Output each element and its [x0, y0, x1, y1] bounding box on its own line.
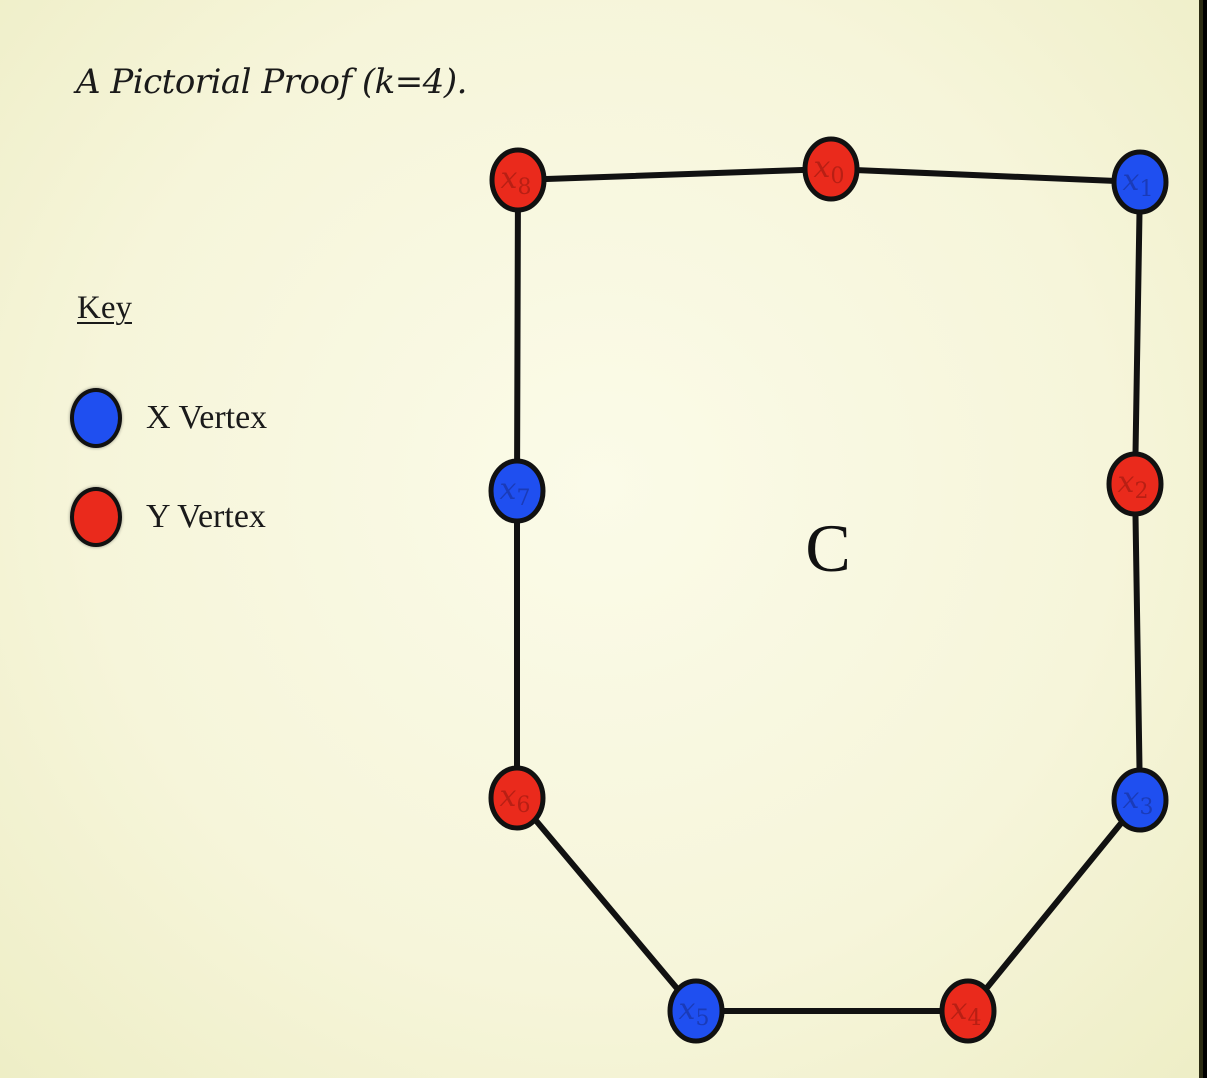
legend-label-x-vertex: X Vertex	[146, 399, 268, 436]
vertex-circle-x2	[1106, 451, 1164, 517]
cycle-edge-1-2	[1132, 179, 1143, 487]
cycle-edge-5-6	[514, 795, 699, 1014]
vertex-label-x7: x7	[500, 472, 531, 511]
vertex-circle-x6	[488, 765, 546, 831]
vertex-x2: x2	[1106, 451, 1164, 517]
legend-item-y-vertex: Y Vertex	[70, 482, 266, 552]
vertex-label-x8: x8	[501, 161, 532, 200]
vertex-x6: x6	[488, 765, 546, 831]
y-vertex-swatch	[70, 487, 122, 547]
cycle-vertices: x0 x1 x2 x3 x4 x5 x6 x7 x8	[488, 136, 1169, 1044]
vertex-label-x4: x4	[951, 992, 982, 1031]
cycle-edge-2-3	[1132, 481, 1143, 803]
vertex-label-x5: x5	[679, 992, 710, 1031]
vertex-circle-x4	[939, 978, 997, 1044]
vertex-circle-x8	[489, 147, 547, 213]
slide-right-edge	[1199, 0, 1203, 1078]
vertex-x5: x5	[667, 978, 725, 1044]
vertex-circle-x0	[802, 136, 860, 202]
x-vertex-swatch	[70, 388, 122, 448]
vertex-x3: x3	[1111, 767, 1169, 833]
vertex-label-x0: x0	[814, 150, 845, 189]
cycle-edges	[514, 166, 1143, 1014]
vertex-circle-x1	[1111, 149, 1169, 215]
vertex-label-x3: x3	[1123, 781, 1154, 820]
slide-title: A Pictorial Proof (k=4).	[76, 62, 467, 102]
vertex-circle-x3	[1111, 767, 1169, 833]
vertex-x0: x0	[802, 136, 860, 202]
legend-item-x-vertex: X Vertex	[70, 383, 267, 453]
vertex-x4: x4	[939, 978, 997, 1044]
vertex-x8: x8	[489, 147, 547, 213]
cycle-label: C	[805, 510, 850, 586]
vertex-label-x1: x1	[1123, 163, 1154, 202]
vertex-x7: x7	[488, 458, 546, 524]
cycle-edge-3-4	[965, 797, 1143, 1014]
vertex-label-x6: x6	[500, 779, 531, 818]
vertex-circle-x5	[667, 978, 725, 1044]
legend-label-y-vertex: Y Vertex	[146, 498, 266, 535]
cycle-edge-0-1	[828, 166, 1143, 185]
cycle-edge-7-8	[514, 177, 521, 494]
vertex-circle-x7	[488, 458, 546, 524]
cycle-edge-8-0	[515, 166, 834, 183]
key-heading: Key	[77, 290, 132, 326]
vertex-x1: x1	[1111, 149, 1169, 215]
vertex-label-x2: x2	[1118, 465, 1149, 504]
